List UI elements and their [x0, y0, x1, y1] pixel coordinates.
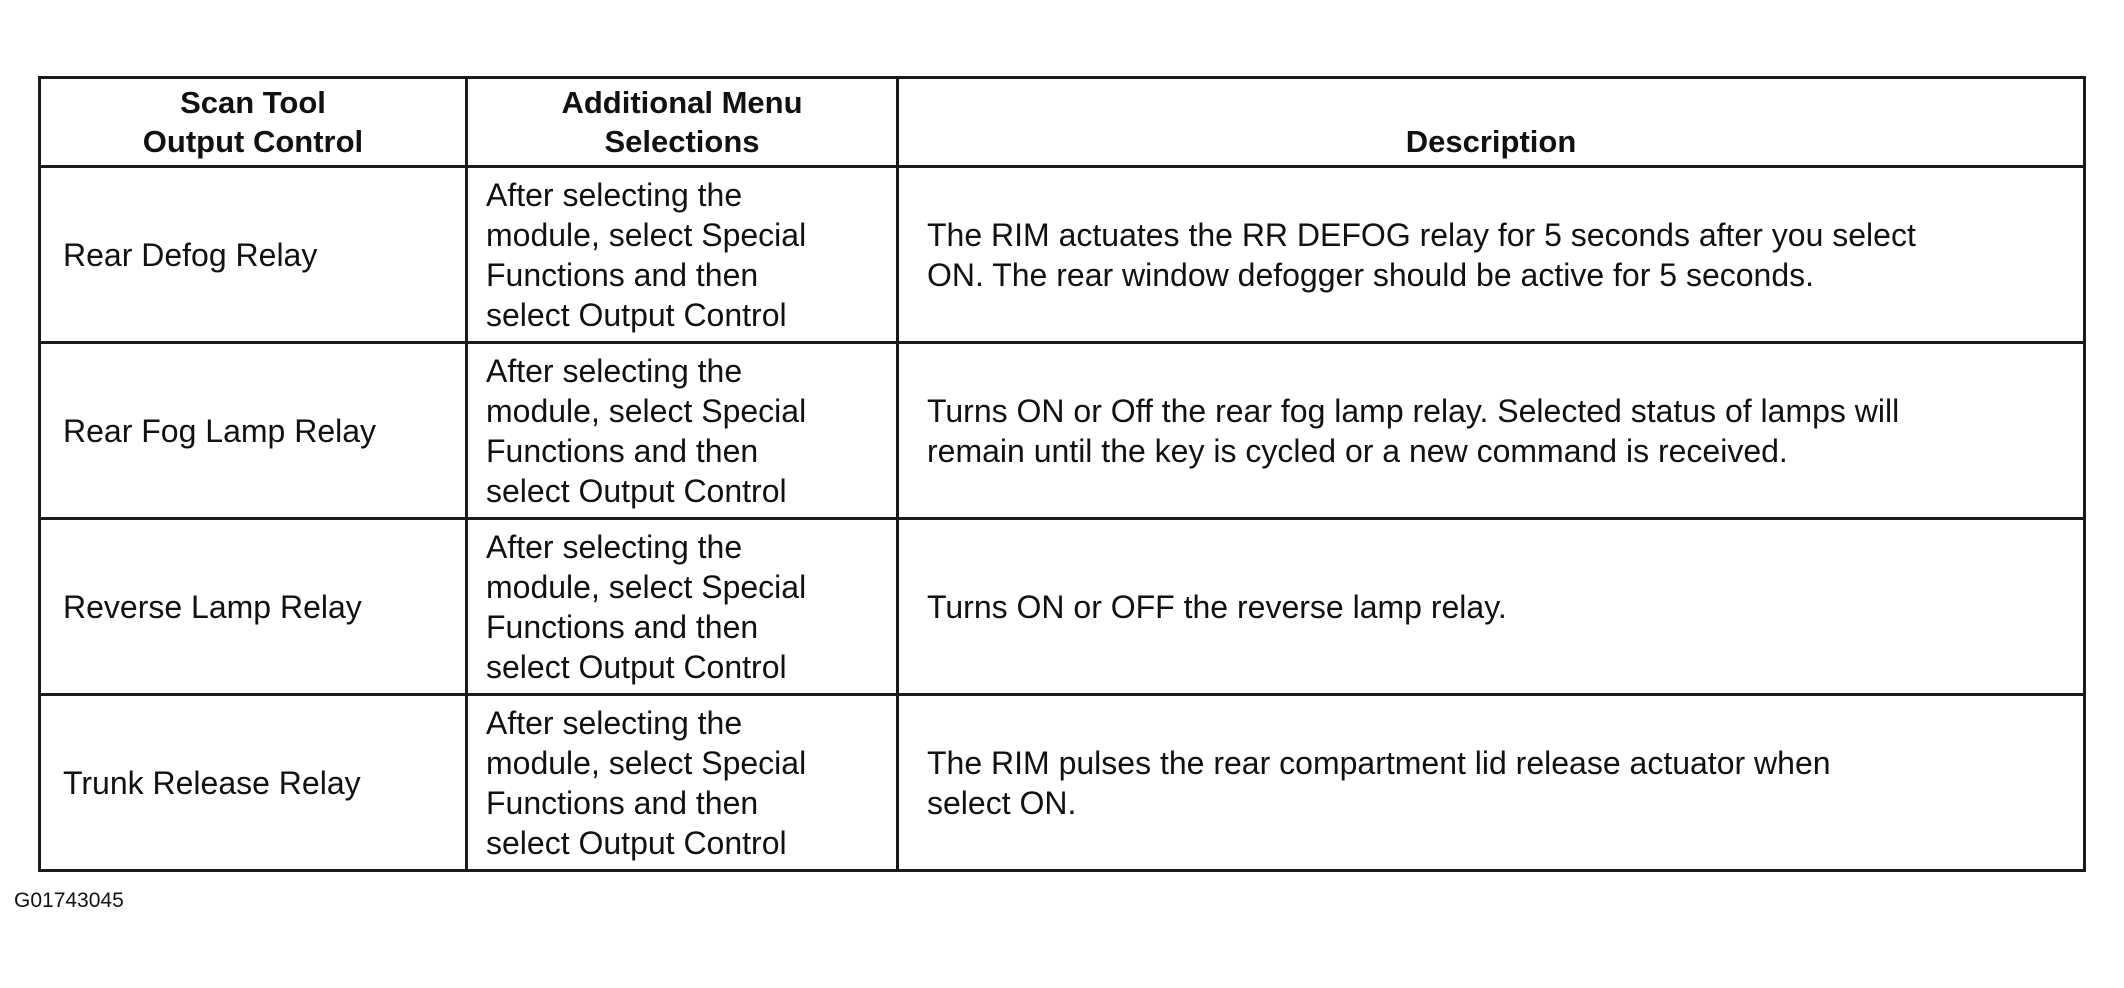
description-cell: The RIM pulses the rear compartment lid …	[896, 693, 2086, 872]
menu-line: Functions and then	[486, 256, 759, 293]
menu-selections-cell: After selecting the module, select Speci…	[465, 693, 899, 872]
description-line: remain until the key is cycled or a new …	[927, 432, 1788, 469]
header-text: Scan Tool	[180, 85, 326, 120]
table-row: Trunk Release Relay After selecting the …	[38, 693, 2086, 872]
menu-line: module, select Special	[486, 744, 807, 781]
header-output-control: Scan Tool Output Control	[38, 76, 468, 168]
menu-line: module, select Special	[486, 568, 807, 605]
description-line: ON. The rear window defogger should be a…	[927, 256, 1815, 293]
description-line: select ON.	[927, 784, 1077, 821]
menu-line: module, select Special	[486, 216, 807, 253]
menu-line: After selecting the	[486, 528, 743, 565]
output-control-table: Scan Tool Output Control Additional Menu…	[38, 76, 2086, 872]
table-header-row: Scan Tool Output Control Additional Menu…	[38, 76, 2086, 168]
figure-id: G01743045	[14, 889, 124, 912]
description-cell: Turns ON or Off the rear fog lamp relay.…	[896, 341, 2086, 520]
description-cell: The RIM actuates the RR DEFOG relay for …	[896, 165, 2086, 344]
description-cell: Turns ON or OFF the reverse lamp relay.	[896, 517, 2086, 696]
header-description: Description	[896, 76, 2086, 168]
menu-selections-cell: After selecting the module, select Speci…	[465, 165, 899, 344]
menu-line: select Output Control	[486, 648, 787, 685]
table-row: Rear Fog Lamp Relay After selecting the …	[38, 341, 2086, 520]
description-line: The RIM pulses the rear compartment lid …	[927, 744, 1831, 781]
menu-line: After selecting the	[486, 704, 743, 741]
header-text: Output Control	[142, 124, 364, 159]
menu-selections-cell: After selecting the module, select Speci…	[465, 341, 899, 520]
description-line: Turns ON or OFF the reverse lamp relay.	[927, 588, 1507, 625]
menu-line: module, select Special	[486, 392, 807, 429]
header-text: Selections	[604, 124, 760, 159]
menu-line: After selecting the	[486, 176, 743, 213]
header-text: Additional Menu	[561, 85, 803, 120]
header-menu-selections: Additional Menu Selections	[465, 76, 899, 168]
menu-line: After selecting the	[486, 352, 743, 389]
menu-line: select Output Control	[486, 824, 787, 861]
description-line: The RIM actuates the RR DEFOG relay for …	[927, 216, 1916, 253]
output-control-cell: Trunk Release Relay	[38, 693, 468, 872]
description-line: Turns ON or Off the rear fog lamp relay.…	[927, 392, 1900, 429]
menu-line: Functions and then	[486, 784, 759, 821]
menu-line: select Output Control	[486, 296, 787, 333]
menu-selections-cell: After selecting the module, select Speci…	[465, 517, 899, 696]
header-text: Description	[1405, 124, 1577, 159]
table-row: Reverse Lamp Relay After selecting the m…	[38, 517, 2086, 696]
output-control-cell: Rear Defog Relay	[38, 165, 468, 344]
menu-line: Functions and then	[486, 608, 759, 645]
menu-line: Functions and then	[486, 432, 759, 469]
output-control-cell: Rear Fog Lamp Relay	[38, 341, 468, 520]
table-row: Rear Defog Relay After selecting the mod…	[38, 165, 2086, 344]
output-control-cell: Reverse Lamp Relay	[38, 517, 468, 696]
menu-line: select Output Control	[486, 472, 787, 509]
